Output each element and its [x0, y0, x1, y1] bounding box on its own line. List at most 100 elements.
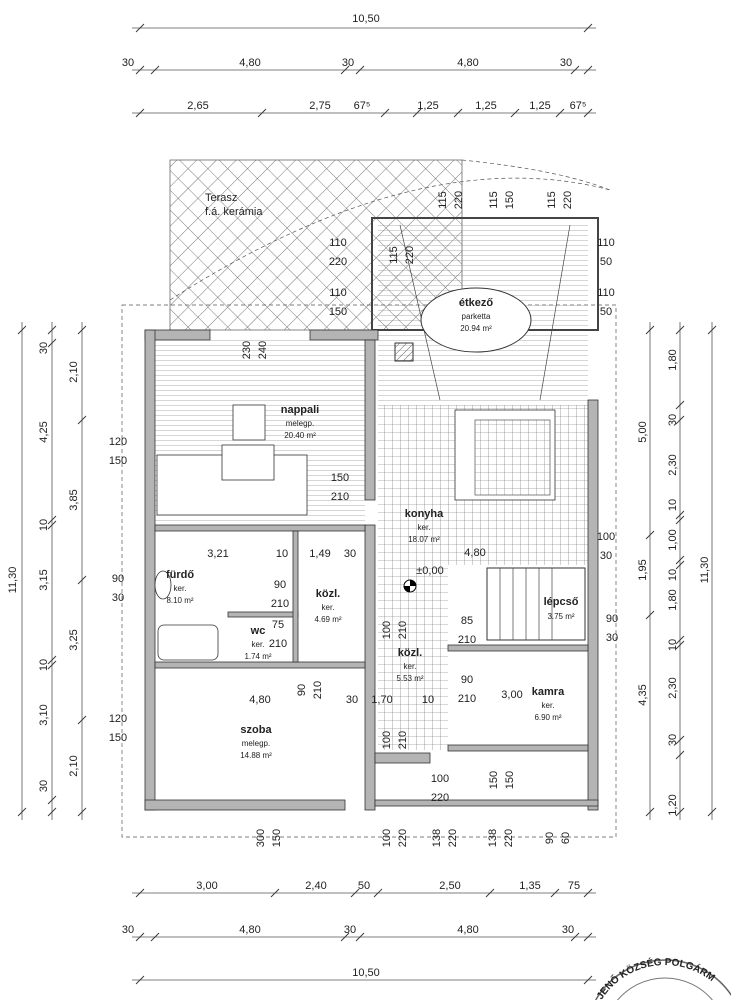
room-floor: melegp. [242, 739, 270, 748]
opening-size-label: 220 [562, 191, 574, 209]
dimension-label: 10,50 [352, 13, 380, 25]
opening-size-label: 240 [257, 341, 269, 359]
dimension-label: 67⁵ [570, 100, 587, 112]
dimension-line [675, 400, 685, 410]
dimension-label: 1,49 [309, 548, 330, 560]
dimension-line [150, 65, 160, 75]
room-name: közl. [316, 588, 340, 600]
dimension-line [675, 750, 685, 760]
dimension-label: 1,25 [475, 100, 496, 112]
dimension-label: ±0,00 [416, 565, 443, 577]
room-floor: ker. [418, 523, 431, 532]
stamp-text: JENŐ KÖZSÉG POLGÁRM [595, 956, 717, 1000]
dimension-label: 4,35 [637, 684, 649, 705]
opening-size-label: 50 [600, 306, 612, 318]
dimension-line [340, 932, 350, 942]
opening-size-label: 150 [331, 472, 349, 484]
opening-size-label: 300 [255, 829, 267, 847]
dimension-line [555, 108, 565, 118]
dimension-line [645, 325, 655, 335]
opening-size-label: 100 [431, 773, 449, 785]
opening-size-label: 30 [600, 550, 612, 562]
dimension-label: 10 [667, 639, 679, 651]
room-name: nappali [281, 404, 320, 416]
opening-size-label: 150 [109, 732, 127, 744]
dimension-line [645, 610, 655, 620]
opening-size-label: 100 [597, 531, 615, 543]
dimension-line [77, 575, 87, 585]
opening-size-label: 210 [397, 621, 409, 639]
terrace-name: Terasz [205, 192, 237, 204]
opening-size-label: 120 [109, 436, 127, 448]
dimension-line [77, 807, 87, 817]
room-name: wc [250, 625, 266, 637]
opening-size-label: 210 [269, 638, 287, 650]
dimension-label: 5,00 [637, 421, 649, 442]
dimension-line [707, 807, 717, 817]
dining-table [420, 287, 532, 353]
dimension-line [355, 932, 365, 942]
opening-size-label: 220 [453, 191, 465, 209]
dimension-line [373, 888, 383, 898]
room-floor: parketta [462, 312, 491, 321]
dimension-label: 2,75 [309, 100, 330, 112]
room-floor: ker. [322, 603, 335, 612]
opening-size-label: 115 [488, 191, 500, 209]
opening-size-label: 90 [544, 832, 556, 844]
opening-size-label: 220 [447, 829, 459, 847]
dimension-line [77, 715, 87, 725]
opening-size-label: 90 [274, 579, 286, 591]
dimension-line [355, 65, 365, 75]
dimension-label: 4,80 [464, 547, 485, 559]
bathtub [157, 624, 219, 661]
room-area: 6.90 m² [534, 713, 561, 722]
dimension-line [675, 807, 685, 817]
opening-size-label: 210 [271, 598, 289, 610]
room-name: szoba [240, 724, 272, 736]
opening-size-label: 220 [431, 792, 449, 804]
opening-size-label: 210 [312, 681, 324, 699]
dimension-label: 2,10 [68, 361, 80, 382]
opening-size-label: 90 [112, 573, 124, 585]
opening-size-label: 150 [504, 771, 516, 789]
dimension-line [77, 325, 87, 335]
room-area: 3.75 m² [547, 612, 574, 621]
opening-size-label: 150 [271, 829, 283, 847]
dimension-line [583, 932, 593, 942]
coffee-table [221, 444, 275, 481]
opening-size-label: 100 [381, 731, 393, 749]
dimension-label: 1,70 [371, 694, 392, 706]
opening-size-label: 150 [504, 191, 516, 209]
dimension-label: 30 [38, 780, 50, 792]
dimension-line [453, 108, 463, 118]
dimension-label: 2,10 [68, 755, 80, 776]
dimension-label: 30 [562, 924, 574, 936]
opening-size-label: 210 [458, 634, 476, 646]
opening-size-label: 150 [488, 771, 500, 789]
room-floor: melegp. [286, 419, 314, 428]
svg-text:JENŐ KÖZSÉG POLGÁRM: JENŐ KÖZSÉG POLGÁRM [595, 956, 717, 1000]
dimension-label: 10 [667, 569, 679, 581]
walls [144, 329, 599, 811]
dimension-line [583, 108, 593, 118]
dimension-label: 3,25 [68, 629, 80, 650]
opening-size-label: 90 [296, 684, 308, 696]
room-area: 4.69 m² [314, 615, 341, 624]
room-area: 14.88 m² [240, 751, 272, 760]
dimension-label: 10 [38, 519, 50, 531]
dimension-line [675, 515, 685, 525]
dimension-line [583, 975, 593, 985]
dimension-line [570, 65, 580, 75]
dimension-label: 4,80 [457, 924, 478, 936]
opening-size-label: 220 [329, 256, 347, 268]
room-floor: ker. [174, 584, 187, 593]
room-area: 18.07 m² [408, 535, 440, 544]
dimension-line [135, 23, 145, 33]
dimension-label: 30 [344, 924, 356, 936]
dimension-line [135, 975, 145, 985]
opening-size-label: 210 [458, 693, 476, 705]
dimension-label: 3,00 [501, 689, 522, 701]
dimension-label: 3,15 [38, 569, 50, 590]
dimension-line [583, 65, 593, 75]
dimension-line [350, 888, 360, 898]
